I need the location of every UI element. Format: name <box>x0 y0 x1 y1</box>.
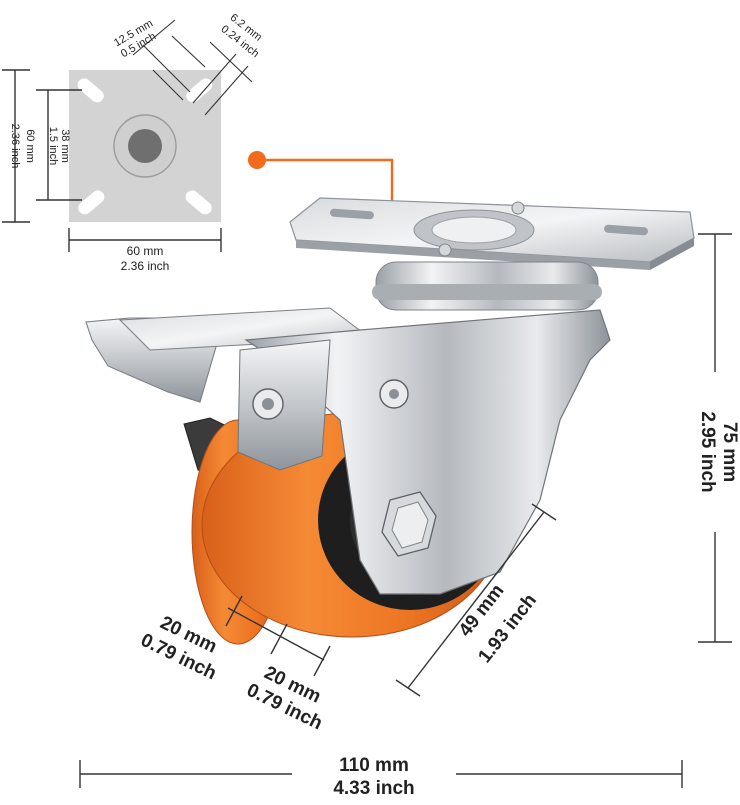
outer-height-inch-label: 2.36 inch <box>9 124 21 169</box>
outer-height-mm-label: 60 mm <box>24 129 36 163</box>
plate-diagram: 12.5 mm 0.5 inch 6.2 mm 0.24 inch 38 mm … <box>2 12 264 273</box>
plate-width-inch-label: 2.36 inch <box>121 259 170 273</box>
diameter-line <box>407 511 545 689</box>
plate-center-hole <box>128 129 162 163</box>
inner-height-inch-label: 1.5 inch <box>47 127 59 166</box>
bolt-slot-top-left <box>77 78 104 103</box>
bolt-slot-bottom-left <box>78 190 105 215</box>
fork-left-arm <box>237 339 331 471</box>
caster-fork <box>244 309 611 595</box>
bolt-slot-top-right <box>186 78 213 103</box>
bolt-slot-bottom-right <box>185 190 212 215</box>
height-mm-label: 75 mm <box>719 422 740 482</box>
inner-height-mm-label: 38 mm <box>59 129 71 163</box>
height-inch-label: 2.95 inch <box>697 411 718 492</box>
wheel-width-line <box>227 607 325 661</box>
length-mm-label: 110 mm <box>339 755 409 776</box>
length-inch-label: 4.33 inch <box>333 778 414 799</box>
plate-width-mm-label: 60 mm <box>127 244 164 258</box>
caster-illustration <box>85 197 695 645</box>
